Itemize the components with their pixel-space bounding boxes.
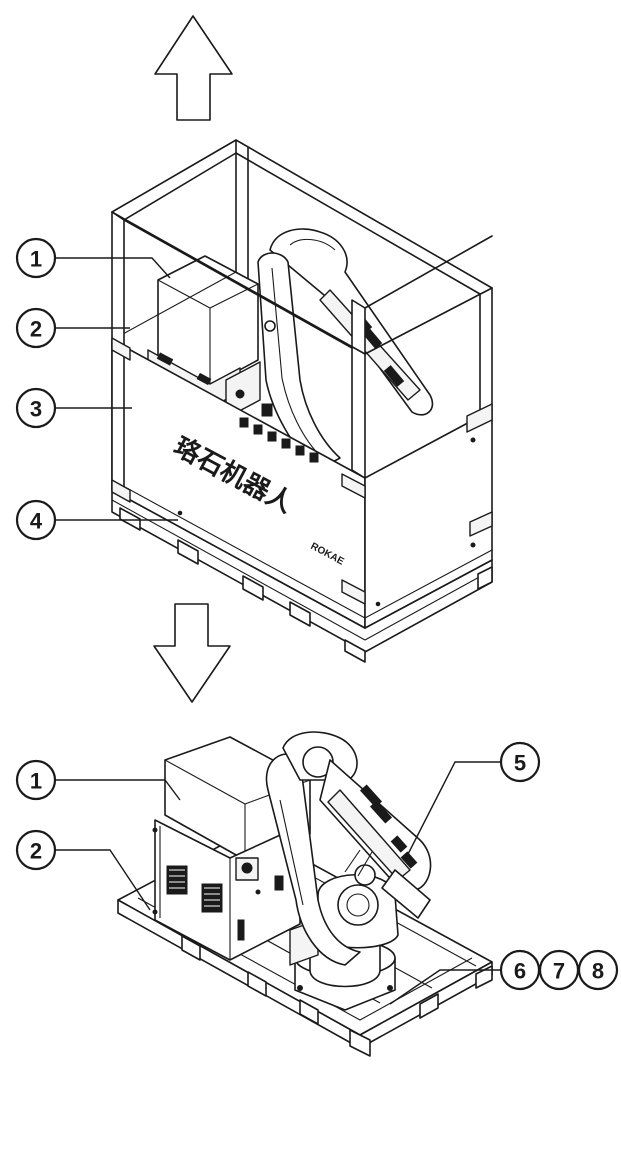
svg-text:1: 1 [30,247,42,272]
unpacked-robot-assembly [117,731,493,1057]
svg-text:8: 8 [592,959,604,984]
lower-callouts: 1 2 5 6 7 8 [15,741,619,1005]
callout-5-lower: 5 [499,741,541,783]
callout-3-upper: 3 [15,387,57,429]
svg-text:2: 2 [30,317,42,342]
svg-text:7: 7 [553,959,565,984]
svg-text:5: 5 [514,751,526,776]
lower-down-arrow-icon [153,603,231,703]
svg-text:2: 2 [30,839,42,864]
svg-text:1: 1 [30,769,42,794]
callout-6-lower: 6 [499,949,541,991]
callout-1-lower: 1 [15,759,57,801]
callout-8-lower: 8 [577,949,619,991]
callout-7-lower: 7 [538,949,580,991]
callout-2-upper: 2 [15,307,57,349]
lift-up-arrow-icon [154,15,233,121]
callout-2-lower: 2 [15,829,57,871]
upper-callouts: 1 2 3 4 [15,237,178,541]
callout-4-upper: 4 [15,499,57,541]
svg-text:4: 4 [30,509,43,534]
svg-text:3: 3 [30,397,42,422]
crated-robot-assembly: 珞石机器人 ROKAE [111,139,493,663]
crate-walls [111,211,493,629]
upper-control-cabinet [147,255,276,419]
lower-robot-arm [265,731,432,1011]
crate-label-panel [239,417,319,463]
callout-1-upper: 1 [15,237,57,279]
crate-frame [111,139,493,411]
svg-text:6: 6 [514,959,526,984]
